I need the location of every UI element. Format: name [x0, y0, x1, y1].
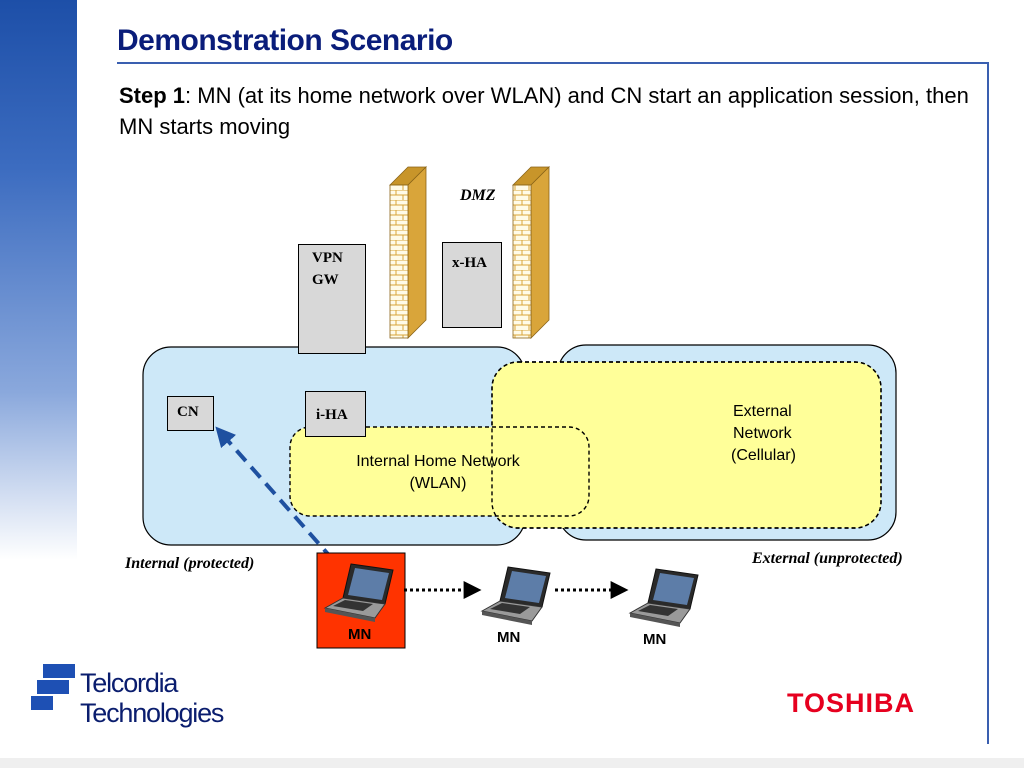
xha-label: x-HA [452, 255, 487, 271]
vpn-gw-line2: GW [312, 272, 339, 288]
telcordia-line2: Technologies [80, 698, 224, 728]
internal-home-agent: i-HA [305, 391, 366, 437]
step-text: : MN (at its home network over WLAN) and… [119, 83, 969, 139]
mn-label-3: MN [643, 631, 667, 648]
internal-home-network-label: Internal Home Network (WLAN) [330, 451, 546, 495]
firewall-right [512, 166, 550, 339]
external-network-label: External Network (Cellular) [722, 401, 822, 467]
sidebar-gradient [0, 0, 77, 560]
mn-label-1: MN [348, 626, 372, 643]
title-divider [117, 62, 989, 64]
external-network-outline [491, 361, 882, 529]
slide-title: Demonstration Scenario [117, 24, 453, 57]
vpn-gw-line1: VPN [312, 250, 343, 266]
dmz-label: DMZ [460, 187, 496, 204]
correspondent-node: CN [167, 396, 214, 431]
laptop-icon [628, 568, 699, 627]
external-network-line1: External [733, 403, 792, 420]
step-description: Step 1: MN (at its home network over WLA… [119, 80, 979, 142]
external-home-agent: x-HA [442, 242, 502, 328]
step-label: Step 1 [119, 83, 186, 108]
internal-home-network-line2: (WLAN) [409, 475, 467, 492]
footer-band [0, 758, 1024, 768]
telcordia-logo-icon [31, 664, 75, 710]
internal-home-network-line1: Internal Home Network [356, 453, 520, 470]
telcordia-line1: Telcordia [80, 668, 178, 698]
vpn-gateway: VPN GW [298, 244, 366, 354]
telcordia-wordmark: Telcordia Technologies [80, 668, 224, 728]
laptop-icon [323, 563, 394, 622]
internal-home-network-area [289, 426, 590, 517]
cn-label: CN [177, 404, 199, 420]
toshiba-logo: TOSHIBA [787, 688, 916, 718]
laptop-icon [480, 566, 551, 625]
external-zone-label: External (unprotected) [752, 550, 903, 567]
cn-mn-session-link [215, 426, 349, 578]
right-divider [987, 62, 989, 744]
iha-label: i-HA [316, 407, 348, 423]
mn-label-2: MN [497, 629, 521, 646]
external-network-line3: (Cellular) [731, 447, 796, 464]
firewall-left [389, 166, 427, 339]
external-network-line2: Network [733, 425, 792, 442]
internal-zone-label: Internal (protected) [125, 555, 255, 572]
